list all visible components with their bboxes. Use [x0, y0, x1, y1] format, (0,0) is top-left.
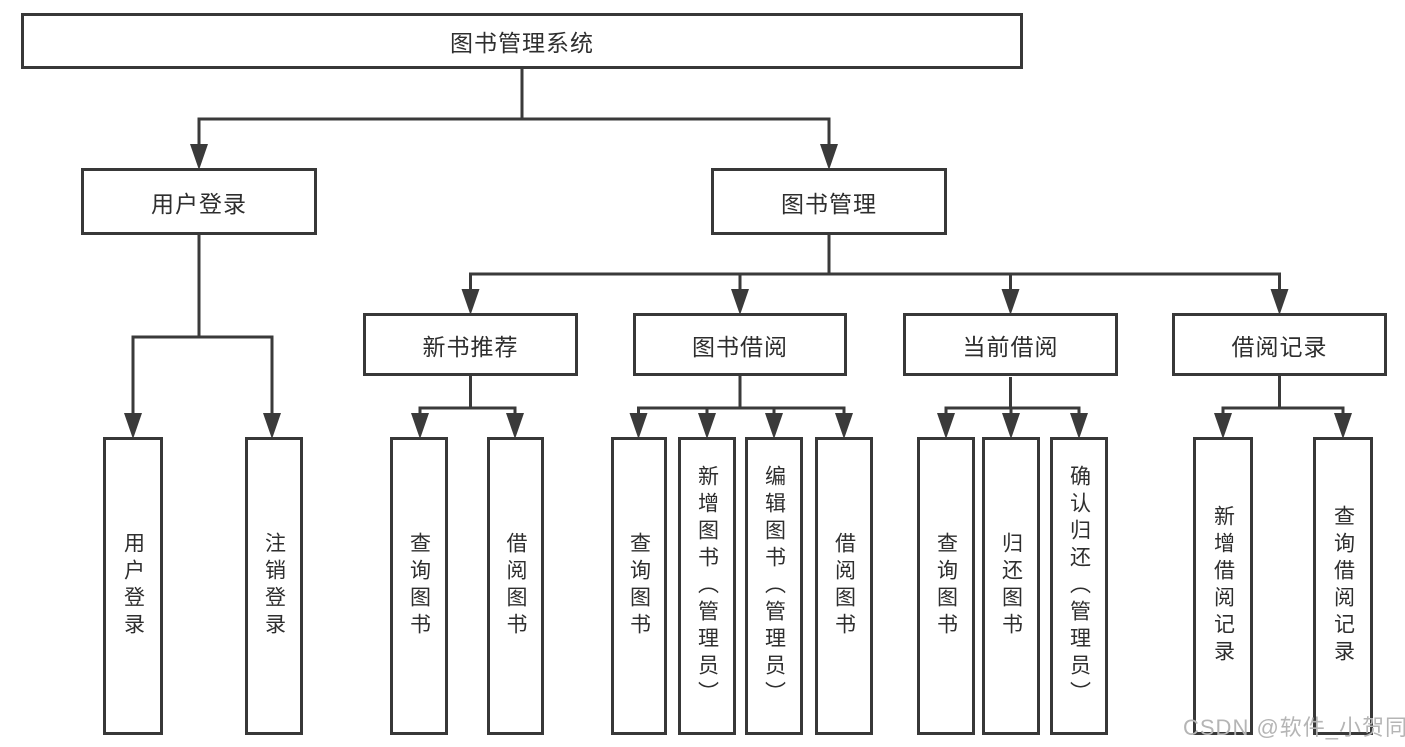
node-label: 用户登录	[121, 532, 145, 640]
node-book-borrowing: 图书借阅	[633, 313, 847, 376]
node-label: 当前借阅	[962, 333, 1059, 360]
arrowheads	[124, 144, 1352, 439]
leaf-borrow-books-1: 借阅图书	[487, 437, 544, 735]
leaf-add-book-admin: 新增图书（管理员）	[678, 437, 736, 735]
node-label: 查询图书	[407, 532, 431, 640]
leaf-user-login: 用户登录	[103, 437, 163, 735]
leaf-logout: 注销登录	[245, 437, 303, 735]
node-label: 借阅记录	[1231, 333, 1328, 360]
leaf-add-borrow-record: 新增借阅记录	[1193, 437, 1253, 735]
node-borrowing-records: 借阅记录	[1172, 313, 1387, 376]
node-label: 新增借阅记录	[1211, 505, 1235, 667]
leaf-query-books-3: 查询图书	[917, 437, 975, 735]
node-book-management: 图书管理	[711, 168, 947, 235]
node-label: 查询借阅记录	[1331, 505, 1355, 667]
node-label: 编辑图书（管理员）	[762, 464, 786, 708]
leaf-borrow-books-2: 借阅图书	[815, 437, 873, 735]
node-label: 注销登录	[262, 532, 286, 640]
node-label: 图书借阅	[692, 333, 788, 360]
node-label: 新书推荐	[422, 333, 519, 360]
node-label: 借阅图书	[504, 532, 527, 640]
leaf-query-books-1: 查询图书	[390, 437, 448, 735]
node-label: 确认归还（管理员）	[1067, 464, 1091, 708]
leaf-query-books-2: 查询图书	[611, 437, 667, 735]
node-current-borrowing: 当前借阅	[903, 313, 1118, 376]
node-user-login: 用户登录	[81, 168, 317, 235]
node-label: 用户登录	[151, 190, 247, 217]
node-new-book-recommend: 新书推荐	[363, 313, 578, 376]
leaf-edit-book-admin: 编辑图书（管理员）	[745, 437, 803, 735]
node-label: 查询图书	[627, 532, 651, 640]
node-label: 归还图书	[999, 532, 1023, 640]
node-label: 查询图书	[934, 532, 958, 640]
node-library-system: 图书管理系统	[21, 13, 1023, 69]
leaf-confirm-return-admin: 确认归还（管理员）	[1050, 437, 1108, 735]
node-label: 借阅图书	[832, 532, 856, 640]
node-label: 图书管理	[781, 190, 877, 217]
leaf-return-books: 归还图书	[982, 437, 1040, 735]
watermark: CSDN @软件_小贺同学	[1183, 715, 1405, 740]
leaf-query-borrow-record: 查询借阅记录	[1313, 437, 1373, 735]
node-label: 图书管理系统	[450, 30, 594, 56]
node-label: 新增图书（管理员）	[695, 464, 719, 708]
